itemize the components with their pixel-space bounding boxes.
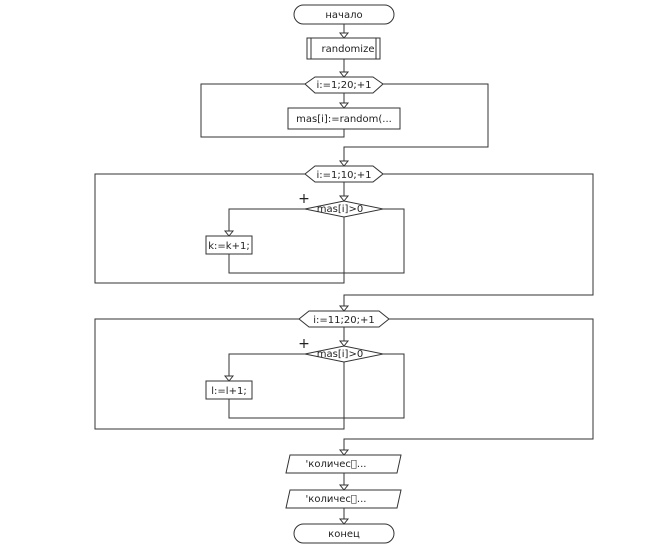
randomize-process: randomize (306, 37, 381, 60)
arrowhead (338, 71, 350, 78)
arrowhead (338, 449, 350, 456)
end-label: конец (328, 529, 360, 540)
arrowhead (338, 340, 350, 347)
start-terminator: начало (293, 4, 395, 25)
cond2-label: mas[i]>0 (317, 349, 363, 360)
arrowhead (338, 32, 350, 39)
loop3-label: i:=11;20;+1 (313, 315, 374, 326)
cond2-yes-label: + (298, 336, 310, 352)
cond1-decision: mas[i]>0 + (298, 191, 384, 218)
arrowhead (338, 102, 350, 109)
inc-k-process: k:=k+1; (205, 235, 253, 255)
output2-io: 'количес ... (285, 489, 402, 509)
randomize-label: randomize (322, 44, 375, 55)
arrowhead (338, 484, 350, 491)
loop1-header: i:=1;20;+1 (304, 76, 384, 94)
arrowhead (338, 160, 350, 167)
end-terminator: конец (293, 523, 395, 544)
start-label: начало (325, 10, 362, 21)
arrowhead (338, 518, 350, 525)
output2-label: 'количес ... (306, 494, 367, 505)
cond1-label: mas[i]>0 (317, 204, 363, 215)
output1-label: 'количес ... (306, 459, 367, 470)
loop1-label: i:=1;20;+1 (316, 80, 371, 91)
arrowhead (338, 195, 350, 202)
output1-io: 'количес ... (285, 454, 402, 474)
loop2-label: i:=1;10;+1 (316, 170, 371, 181)
assign-mas-label: mas[i]:=random(... (296, 114, 392, 125)
arrowhead (223, 375, 235, 382)
loop2-header: i:=1;10;+1 (304, 165, 384, 183)
inc-k-label: k:=k+1; (208, 241, 249, 252)
arrowheads (223, 32, 350, 525)
cond1-yes-label: + (298, 191, 310, 207)
arrowhead (338, 305, 350, 312)
arrowhead (223, 230, 235, 237)
connector-lines (94, 24, 594, 524)
loop3-header: i:=11;20;+1 (298, 310, 390, 328)
inc-l-process: l:=l+1; (205, 380, 253, 400)
assign-mas-process: mas[i]:=random(... (287, 107, 401, 130)
cond2-decision: mas[i]>0 + (298, 336, 384, 363)
inc-l-label: l:=l+1; (211, 386, 246, 397)
